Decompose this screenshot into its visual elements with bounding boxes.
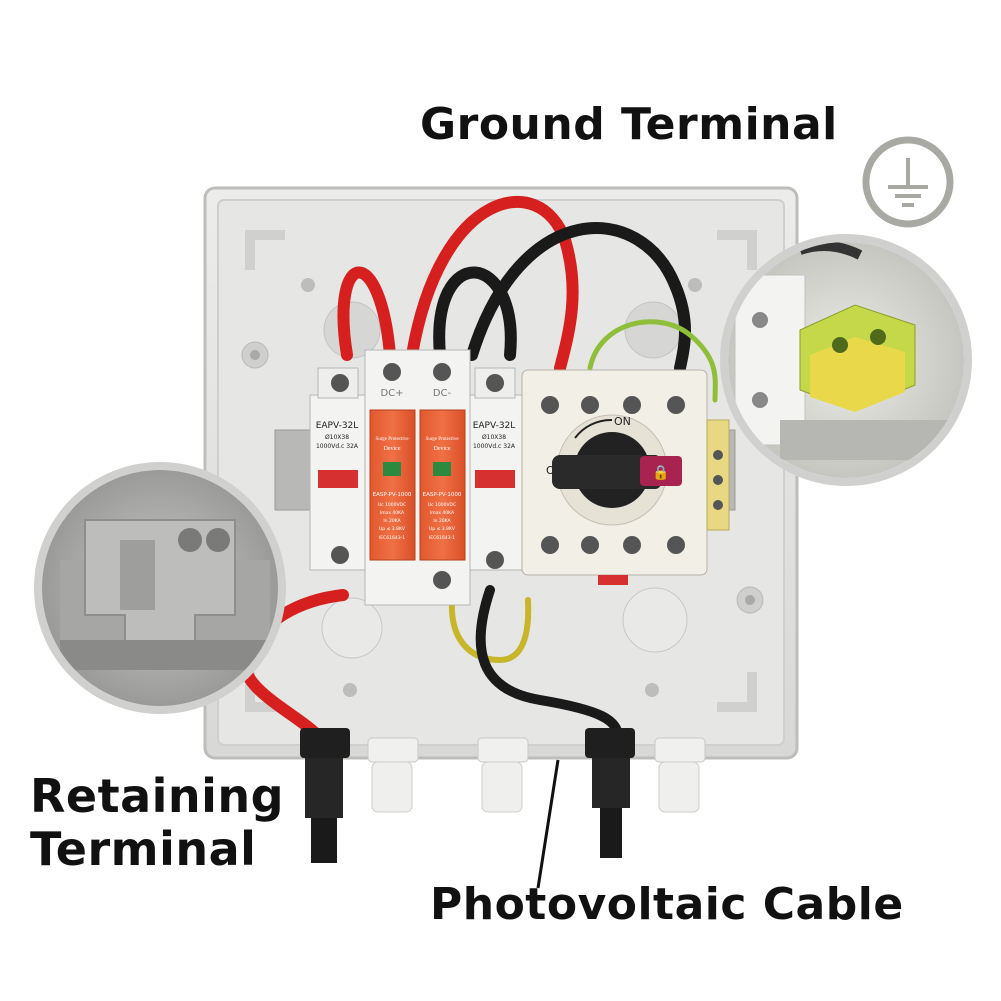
retaining-terminal-zoom xyxy=(34,462,286,714)
ground-icon xyxy=(862,136,954,228)
spd-spec-e-right: IEC61643-1 xyxy=(429,535,455,541)
spd-spec-a-right: Uc 1000VDC xyxy=(428,502,456,508)
fuse-left-rating: 1000Vd.c 32A xyxy=(316,443,359,450)
dc-minus-label: DC- xyxy=(433,388,452,399)
photovoltaic-cable-callout: Photovoltaic Cable xyxy=(430,879,904,930)
spd-spec-c-right: In 20KA xyxy=(433,518,451,524)
fuse-left-size: Ø10X38 xyxy=(325,434,349,441)
retaining-terminal-callout: Retaining Terminal xyxy=(30,770,284,876)
mc4-connector-left xyxy=(305,758,343,863)
wiring xyxy=(238,196,718,745)
fuse-right-model: EAPV-32L xyxy=(473,421,516,431)
surge-protective-device: DC+ DC- Surge Protective Device Surge Pr… xyxy=(364,349,471,606)
fuse-left-model: EAPV-32L xyxy=(316,421,359,431)
spd-model-left: EASP-PV-1000 xyxy=(373,492,412,498)
spd-title-right: Surge Protective xyxy=(425,437,459,442)
fuse-right-size: Ø10X38 xyxy=(482,434,506,441)
spd-spec-a-left: Uc 1000VDC xyxy=(378,502,406,508)
spd-spec-d-right: Up ≤ 3.8KV xyxy=(429,526,456,532)
retaining-terminal-line2: Terminal xyxy=(30,821,257,876)
spd-spec-b-right: Imax 40KA xyxy=(430,510,455,516)
cable-glands xyxy=(300,728,706,813)
fuse-holder-right: EAPV-32L Ø10X38 1000Vd.c 32A xyxy=(466,367,523,571)
spd-title-left-2: Device xyxy=(384,446,401,452)
spd-spec-e-left: IEC61643-1 xyxy=(379,535,405,541)
ground-terminal-callout: Ground Terminal xyxy=(420,99,838,150)
dc-plus-label: DC+ xyxy=(380,388,403,399)
mc4-connector-right xyxy=(592,758,630,858)
ground-terminal-zoom xyxy=(720,234,972,486)
dc-isolator-switch: ON OFF 🔒 xyxy=(521,369,730,585)
pv-cable-leader-line xyxy=(536,759,560,889)
spd-title-left: Surge Protective xyxy=(375,437,409,442)
spd-model-right: EASP-PV-1000 xyxy=(423,492,462,498)
switch-on-label: ON xyxy=(614,415,631,428)
spd-spec-c-left: In 20KA xyxy=(383,518,401,524)
padlock-icon: 🔒 xyxy=(652,465,669,481)
fuse-right-rating: 1000Vd.c 32A xyxy=(473,443,516,450)
lock-tab xyxy=(640,456,682,486)
fuse-holder-left: EAPV-32L Ø10X38 1000Vd.c 32A xyxy=(309,367,366,571)
retaining-terminal-line1: Retaining xyxy=(30,769,285,823)
spd-title-right-2: Device xyxy=(434,446,451,452)
spd-spec-d-left: Up ≤ 3.8KV xyxy=(379,526,406,532)
spd-spec-b-left: Imax 40KA xyxy=(380,510,405,516)
